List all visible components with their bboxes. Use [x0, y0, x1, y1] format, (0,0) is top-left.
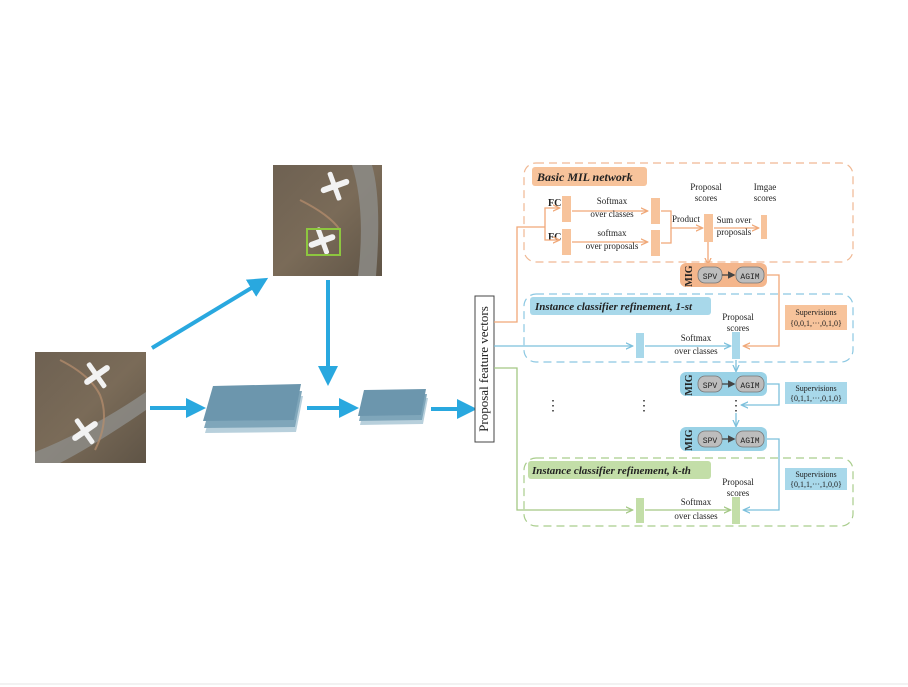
- mig-module-1: MIG SPV AGIM: [680, 263, 767, 287]
- flow-arrows: [150, 277, 477, 419]
- svg-text:scores: scores: [727, 323, 750, 333]
- product-label: Product: [672, 214, 700, 224]
- airplane-icon: [72, 418, 98, 445]
- svg-text:{0,1,1,···,1,0,0}: {0,1,1,···,1,0,0}: [790, 480, 842, 489]
- svg-text:AGIM: AGIM: [740, 382, 759, 391]
- refine1-scores: [732, 332, 740, 359]
- feature-map-large: [203, 384, 303, 433]
- proposal-scores-label-2: scores: [695, 193, 718, 203]
- sum-over-label-2: proposals: [717, 227, 752, 237]
- fc-layer-top: [562, 196, 571, 222]
- agim-box-2: [735, 375, 765, 393]
- proposal-bounding-box: [306, 228, 341, 256]
- svg-text:{0,0,1,···,0,1,0}: {0,0,1,···,0,1,0}: [790, 319, 842, 328]
- refinek-frame: [523, 457, 854, 527]
- fc-top-label: FC: [548, 198, 561, 209]
- input-image: [35, 352, 146, 463]
- refinek-section: Instance classifier refinement, k-th Sof…: [528, 461, 754, 524]
- basic-mil-title-box: [532, 167, 647, 186]
- svg-text:over classes: over classes: [674, 346, 718, 356]
- supervisions-box-3: Supervisions {0,1,1,···,1,0,0}: [785, 468, 847, 490]
- fc-layer-bottom: [562, 229, 571, 255]
- supervisions-box-1: Supervisions {0,0,1,···,0,1,0}: [785, 305, 847, 330]
- refinek-title-box: [528, 461, 711, 479]
- svg-text:Proposal: Proposal: [722, 312, 754, 322]
- airplane-icon: [308, 227, 336, 255]
- softmax-proposals-label-2: over proposals: [586, 241, 639, 251]
- agim-box-1: [735, 266, 765, 284]
- svg-text:scores: scores: [727, 488, 750, 498]
- ellipsis-1: ⋮: [546, 399, 560, 414]
- connector-basic-mil: [494, 226, 545, 323]
- ellipsis-2: ⋮: [637, 399, 651, 414]
- refine1-title: Instance classifier refinement, 1-st: [534, 301, 693, 313]
- svg-text:{0,1,1,···,0,1,0}: {0,1,1,···,0,1,0}: [790, 394, 842, 403]
- proposal-feature-vectors-box: Proposal feature vectors: [474, 295, 495, 443]
- proposal-image: [273, 165, 382, 276]
- softmax-proposals-label: softmax: [598, 228, 627, 238]
- image-scores-bar: [761, 215, 767, 239]
- basic-mil-title: Basic MIL network: [536, 170, 633, 184]
- airplane-icon: [320, 171, 350, 201]
- mig-module-2: MIG SPV AGIM: [680, 372, 767, 396]
- svg-text:Supervisions: Supervisions: [795, 470, 836, 479]
- fc-bottom-label: FC: [548, 232, 561, 243]
- softmax-proposals-output: [651, 230, 660, 256]
- refinek-title: Instance classifier refinement, k-th: [531, 465, 691, 477]
- refine1-frame: [523, 293, 854, 363]
- image-scores-label: Imgae: [754, 182, 777, 192]
- feature-map-small: [358, 389, 428, 425]
- refine1-title-box: [530, 297, 711, 315]
- softmax-classes-label-2: over classes: [590, 209, 634, 219]
- svg-text:AGIM: AGIM: [740, 273, 759, 282]
- agim-box-3: [735, 430, 765, 448]
- ellipsis-3: ⋮: [729, 399, 743, 414]
- svg-text:Softmax: Softmax: [681, 497, 712, 507]
- airplane-icon: [84, 362, 110, 389]
- refinek-scores: [732, 497, 740, 524]
- refine1-section: Instance classifier refinement, 1-st Sof…: [530, 297, 754, 371]
- mig-module-3: MIG SPV AGIM: [680, 427, 767, 451]
- proposal-feature-vectors-label: Proposal feature vectors: [476, 306, 491, 432]
- svg-text:over classes: over classes: [674, 511, 718, 521]
- mig-label-1: MIG: [684, 265, 695, 286]
- connector-refinek: [494, 367, 632, 510]
- svg-text:Supervisions: Supervisions: [795, 308, 836, 317]
- refine1-fc: [636, 333, 644, 358]
- svg-text:SPV: SPV: [703, 437, 718, 446]
- svg-text:Softmax: Softmax: [681, 333, 712, 343]
- supervisions-box-2: Supervisions {0,1,1,···,0,1,0}: [785, 382, 847, 404]
- svg-text:SPV: SPV: [703, 382, 718, 391]
- svg-text:MIG: MIG: [684, 374, 695, 395]
- svg-text:Proposal: Proposal: [722, 477, 754, 487]
- arrow-to-proposals: [150, 277, 269, 350]
- softmax-classes-label: Softmax: [597, 196, 628, 206]
- svg-text:Supervisions: Supervisions: [795, 384, 836, 393]
- basic-mil-section: Basic MIL network FC FC Softmax over cla…: [532, 167, 777, 264]
- proposal-scores-label: Proposal: [690, 182, 722, 192]
- proposal-scores-bar: [704, 214, 713, 242]
- svg-text:MIG: MIG: [684, 429, 695, 450]
- softmax-classes-output: [651, 198, 660, 224]
- sum-over-label: Sum over: [717, 215, 752, 225]
- svg-text:SPV: SPV: [703, 273, 718, 282]
- refinek-fc: [636, 498, 644, 523]
- image-scores-label-2: scores: [754, 193, 777, 203]
- svg-text:AGIM: AGIM: [740, 437, 759, 446]
